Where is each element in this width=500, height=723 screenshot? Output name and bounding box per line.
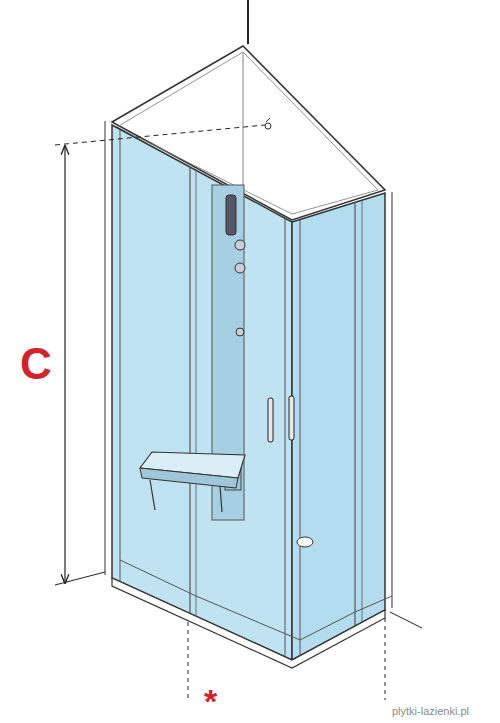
- footnote-mark: *: [204, 684, 217, 718]
- watermark: plytki-lazienki.pl: [392, 706, 469, 717]
- dimension-label: C: [20, 342, 52, 386]
